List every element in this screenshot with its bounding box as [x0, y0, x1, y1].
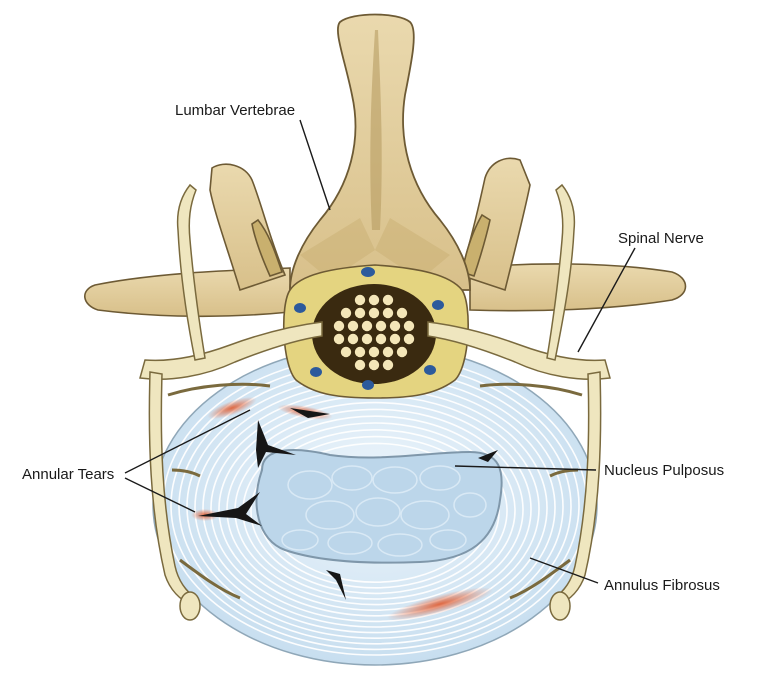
cord-fiber-dot	[375, 333, 387, 345]
lamina-shadow	[375, 218, 450, 280]
vessel-dot	[362, 380, 374, 390]
vessel-dot	[294, 303, 306, 313]
nerve-fiber	[479, 382, 583, 397]
annulus-ring	[250, 428, 500, 595]
cord-fiber-dot	[396, 307, 408, 319]
annulus-ring	[218, 401, 532, 617]
cord-fiber-dot	[382, 294, 394, 306]
leader-nucleus-pulposus	[454, 465, 597, 471]
cord-fiber-dot	[403, 320, 415, 332]
cord-fiber-dot	[382, 307, 394, 319]
cord-fiber-dot	[396, 346, 408, 358]
label-spinal-nerve: Spinal Nerve	[618, 230, 704, 247]
leader-annular-tear-2	[124, 477, 196, 513]
lumbar-vertebrae	[289, 13, 471, 291]
spinal-nerves	[139, 183, 611, 621]
label-annulus-fibrosus: Annulus Fibrosus	[604, 577, 720, 594]
nerve-ganglion	[549, 591, 571, 621]
leader-annulus-fibrosus	[529, 557, 599, 584]
right-nerve-root	[427, 321, 611, 380]
cord-fiber-dot	[333, 333, 345, 345]
label-annular-tears: Annular Tears	[22, 466, 114, 483]
cord-fiber-dot	[347, 333, 359, 345]
right-nerve-branch-up	[546, 183, 576, 361]
left-nerve-branch-up	[176, 183, 206, 361]
tear-glow	[386, 587, 494, 621]
annular-tears	[191, 396, 498, 621]
nucleus-pulposus	[255, 449, 503, 564]
nucleus-body	[255, 449, 503, 564]
right-facet	[461, 213, 491, 278]
nerve-ganglion	[179, 591, 201, 621]
cord-fibers	[333, 294, 415, 371]
vessel-dot	[361, 267, 375, 277]
cord-fiber-dot	[368, 346, 380, 358]
cord-fiber-dot	[354, 359, 366, 371]
spinal-canal	[282, 264, 469, 399]
cord-fiber-dot	[333, 320, 345, 332]
tear-fissure	[478, 450, 498, 462]
cord-fiber-dot	[361, 320, 373, 332]
labels: Lumbar Vertebrae Spinal Nerve Annular Te…	[22, 102, 724, 594]
cord-fiber-dot	[340, 346, 352, 358]
vessel-dot	[424, 365, 436, 375]
left-nerve-root	[139, 321, 323, 380]
label-nucleus-pulposus: Nucleus Pulposus	[604, 462, 724, 479]
cord-fiber-dot	[389, 320, 401, 332]
cord-fiber-dot	[340, 307, 352, 319]
leader-lumbar-vertebrae	[299, 119, 331, 211]
cord-fiber-dot	[354, 294, 366, 306]
left-facet	[251, 218, 284, 277]
nerve-fiber	[179, 558, 241, 600]
tear-fissures	[198, 408, 498, 600]
cord-fiber-dot	[368, 294, 380, 306]
cord-fiber-dot	[382, 346, 394, 358]
nucleus-texture	[281, 465, 487, 557]
tear-fissure	[256, 420, 296, 468]
lamina-shadow	[300, 218, 375, 280]
cord-fiber-dot	[354, 307, 366, 319]
articular-processes	[209, 157, 531, 292]
right-transverse-process	[469, 263, 687, 312]
cord-fiber-dot	[382, 359, 394, 371]
blood-vessels	[294, 267, 444, 390]
cord-fiber-dot	[361, 333, 373, 345]
annulus-ring	[226, 408, 524, 611]
cord-fiber-dot	[368, 307, 380, 319]
cord-fiber-dot	[389, 333, 401, 345]
leader-annular-tear-1	[124, 409, 251, 474]
tear-glow	[207, 396, 257, 420]
tear-fissure	[198, 492, 262, 526]
nerve-fiber	[167, 382, 271, 397]
vessel-dot	[432, 300, 444, 310]
leader-spinal-nerve	[577, 247, 636, 353]
vessel-dot	[310, 367, 322, 377]
spinous-ridge	[370, 30, 382, 230]
cord-fiber-dot	[354, 346, 366, 358]
label-lumbar-vertebrae: Lumbar Vertebrae	[175, 102, 295, 119]
cord-fiber-dot	[368, 359, 380, 371]
tear-fissure	[290, 408, 330, 418]
cord-fiber-dot	[403, 333, 415, 345]
nerve-fiber	[509, 558, 571, 600]
leader-lines	[124, 119, 636, 584]
cord-fiber-dot	[347, 320, 359, 332]
cord-fiber-dot	[375, 320, 387, 332]
tear-fissure	[326, 570, 346, 600]
nerve-fiber	[171, 468, 201, 478]
